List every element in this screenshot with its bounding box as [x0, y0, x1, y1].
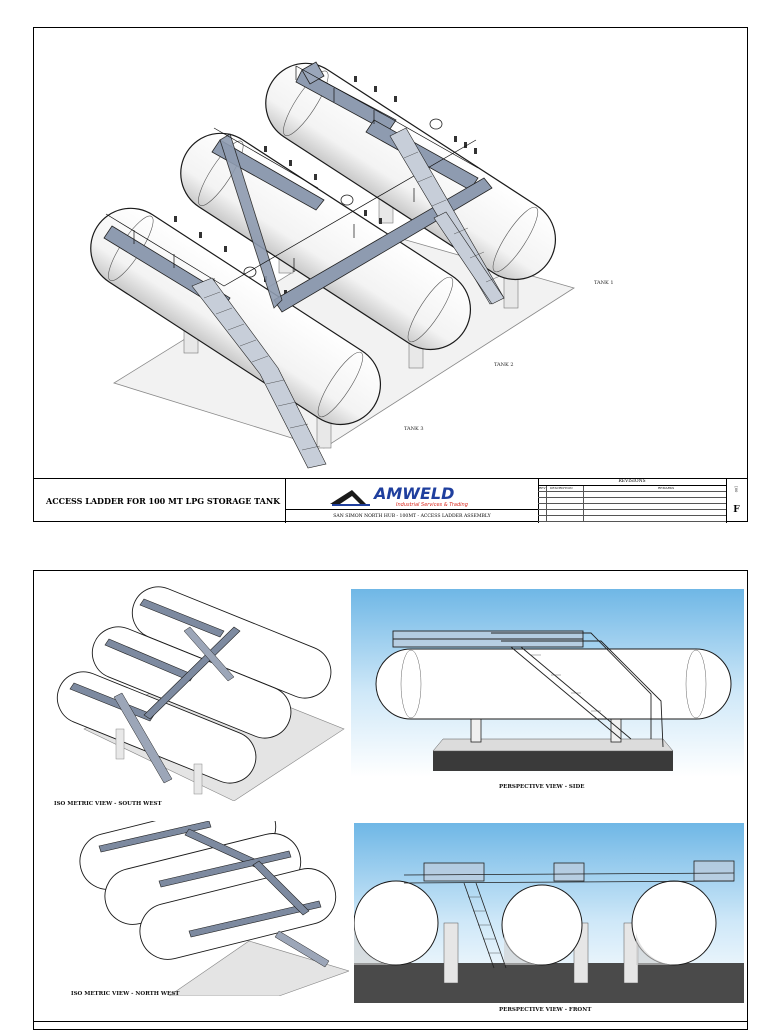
drawing-sheet-2: ISO METRIC VIEW - SOUTH WEST — [33, 570, 748, 1030]
revisions-header-row: REV DESCRIPTION REMARKS — [538, 486, 726, 492]
sheet-2-title-block-edge — [34, 1021, 747, 1022]
logo-tagline: Industrial Services & Trading — [396, 502, 468, 508]
logo-mark — [330, 490, 366, 504]
sheet-letter: F — [733, 505, 740, 515]
iso-view-south-west — [56, 586, 345, 801]
handrails — [105, 65, 479, 292]
perspective-front-panel — [353, 823, 744, 1003]
tank-1-label: TANK 1 — [594, 280, 614, 286]
perspective-view-front — [353, 860, 744, 1003]
tank-3-label: TANK 3 — [404, 426, 424, 432]
desc-col-label: DESCRIPTION — [550, 486, 573, 490]
stair-treads — [203, 151, 501, 451]
revision-row — [538, 504, 726, 510]
revision-row — [538, 510, 726, 516]
tank-2-label: TANK 2 — [494, 362, 514, 368]
remarks-col-label: REMARKS — [658, 486, 675, 490]
caption-perspective-side: PERSPECTIVE VIEW - SIDE — [499, 784, 585, 790]
tank-2 — [180, 132, 472, 351]
sheet-code: 001 — [734, 485, 739, 493]
tank-isometric-render: TANK 1 TANK 2 TANK 3 — [90, 61, 614, 469]
drawing-sheet-1: TANK 1 TANK 2 TANK 3 ACCESS LADDER FOR 1… — [33, 27, 748, 523]
logo-brand: AMWELD — [372, 484, 454, 503]
iso-view-north-west — [79, 821, 349, 996]
caption-iso-north-west: ISO METRIC VIEW - NORTH WEST — [71, 991, 180, 997]
tank-1 — [265, 62, 557, 281]
revisions-heading: REVISIONS — [538, 479, 726, 486]
revision-row — [538, 498, 726, 504]
manholes — [243, 118, 443, 278]
drawing-subtitle: SAN SIMON NORTH HUB - 100MT - ACCESS LAD… — [286, 509, 538, 524]
perspective-view-side — [375, 630, 732, 771]
stairway — [191, 127, 505, 469]
caption-perspective-front: PERSPECTIVE VIEW - FRONT — [499, 1007, 592, 1013]
sheet-number-cell: 001 F — [726, 479, 747, 523]
amweld-logo: AMWELD Industrial Services & Trading — [330, 484, 468, 508]
caption-iso-south-west: ISO METRIC VIEW - SOUTH WEST — [54, 801, 162, 807]
title-block: ACCESS LADDER FOR 100 MT LPG STORAGE TAN… — [34, 478, 747, 523]
perspective-side-panel — [351, 589, 744, 777]
rev-col-label: REV — [539, 486, 546, 490]
drawing-title: ACCESS LADDER FOR 100 MT LPG STORAGE TAN… — [34, 479, 286, 523]
revision-row — [538, 492, 726, 498]
revision-row — [538, 516, 726, 522]
revisions-table: REVISIONS REV DESCRIPTION REMARKS — [538, 479, 727, 523]
company-logo-cell: AMWELD Industrial Services & Trading SAN… — [286, 479, 539, 523]
